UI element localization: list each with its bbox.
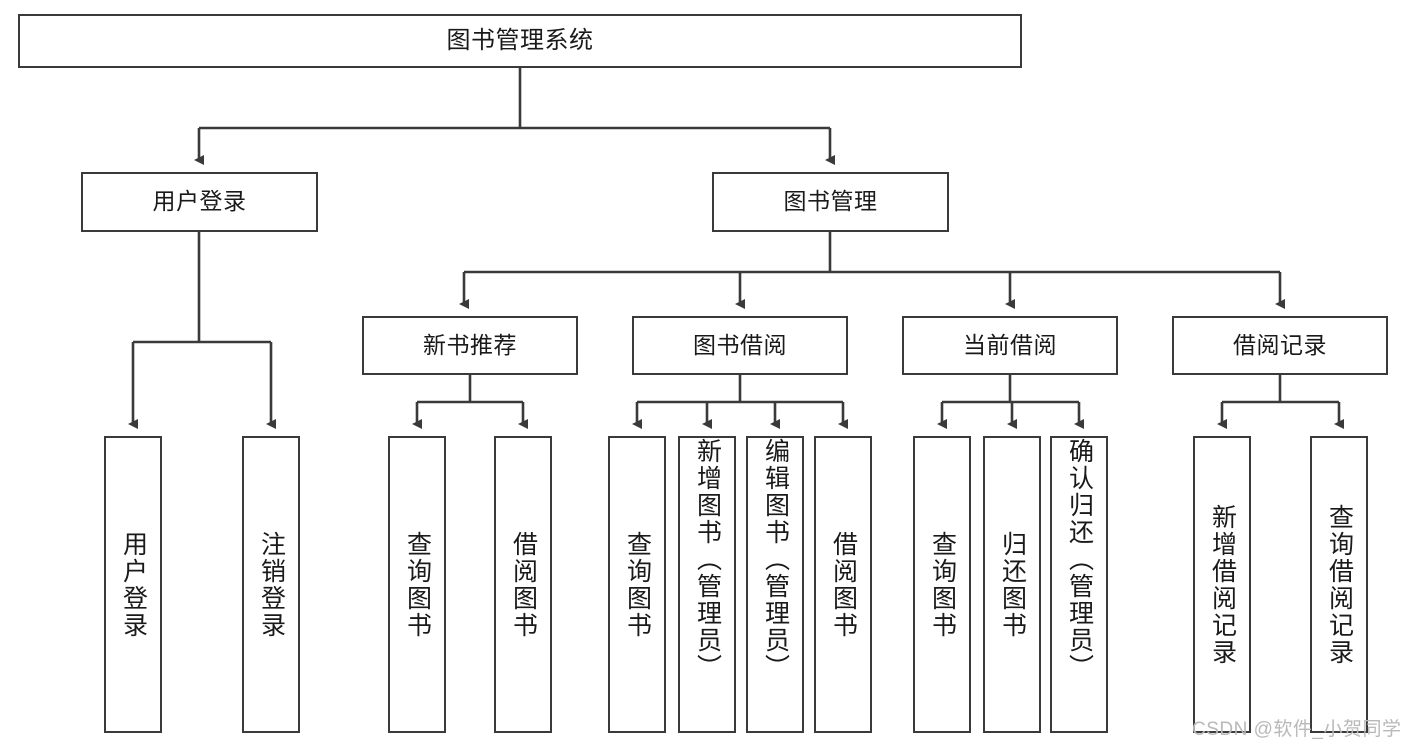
leaf-edit-book-admin[interactable]: 编辑图书（管理员） — [746, 436, 804, 733]
node-label: 编辑图书（管理员） — [761, 438, 790, 681]
node-label: 归还图书 — [998, 530, 1027, 639]
node-book-management[interactable]: 图书管理 — [712, 172, 949, 232]
node-label: 用户登录 — [119, 530, 148, 639]
node-label: 新书推荐 — [423, 331, 517, 358]
node-book-management-system[interactable]: 图书管理系统 — [18, 14, 1022, 68]
leaf-user-login[interactable]: 用户登录 — [104, 436, 162, 733]
leaf-query-borrow-record[interactable]: 查询借阅记录 — [1310, 436, 1368, 733]
leaf-logout-login[interactable]: 注销登录 — [242, 436, 300, 733]
node-label: 借阅图书 — [829, 530, 858, 639]
leaf-return-book[interactable]: 归还图书 — [983, 436, 1041, 733]
node-label: 借阅记录 — [1233, 331, 1327, 358]
node-user-login[interactable]: 用户登录 — [81, 172, 318, 232]
node-label: 注销登录 — [257, 530, 286, 639]
node-label: 查询图书 — [403, 530, 432, 639]
leaf-add-book-admin[interactable]: 新增图书（管理员） — [678, 436, 736, 733]
leaf-query-book-borrow[interactable]: 查询图书 — [608, 436, 666, 733]
node-label: 查询图书 — [623, 530, 652, 639]
node-label: 借阅图书 — [509, 530, 538, 639]
node-label: 图书管理 — [783, 188, 878, 215]
node-book-borrow[interactable]: 图书借阅 — [632, 316, 848, 375]
node-label: 当前借阅 — [963, 331, 1057, 358]
leaf-query-book-recommend[interactable]: 查询图书 — [388, 436, 446, 733]
node-label: 新增图书（管理员） — [693, 438, 722, 681]
leaf-query-book-current[interactable]: 查询图书 — [913, 436, 971, 733]
node-borrow-record[interactable]: 借阅记录 — [1172, 316, 1388, 375]
node-label: 用户登录 — [152, 188, 247, 215]
leaf-borrow-book-recommend[interactable]: 借阅图书 — [494, 436, 552, 733]
node-label: 新增借阅记录 — [1208, 503, 1237, 666]
node-label: 确认归还（管理员） — [1065, 438, 1094, 681]
node-label: 图书借阅 — [693, 331, 787, 358]
node-label: 图书管理系统 — [446, 26, 594, 54]
node-current-borrow[interactable]: 当前借阅 — [902, 316, 1118, 375]
csdn-watermark: CSDN @软件_小贺同学 — [1192, 719, 1402, 740]
leaf-confirm-return-admin[interactable]: 确认归还（管理员） — [1050, 436, 1108, 733]
leaf-borrow-book[interactable]: 借阅图书 — [814, 436, 872, 733]
node-label: 查询借阅记录 — [1325, 503, 1354, 666]
node-label: 查询图书 — [928, 530, 957, 639]
leaf-add-borrow-record[interactable]: 新增借阅记录 — [1193, 436, 1251, 733]
node-new-book-recommend[interactable]: 新书推荐 — [362, 316, 578, 375]
